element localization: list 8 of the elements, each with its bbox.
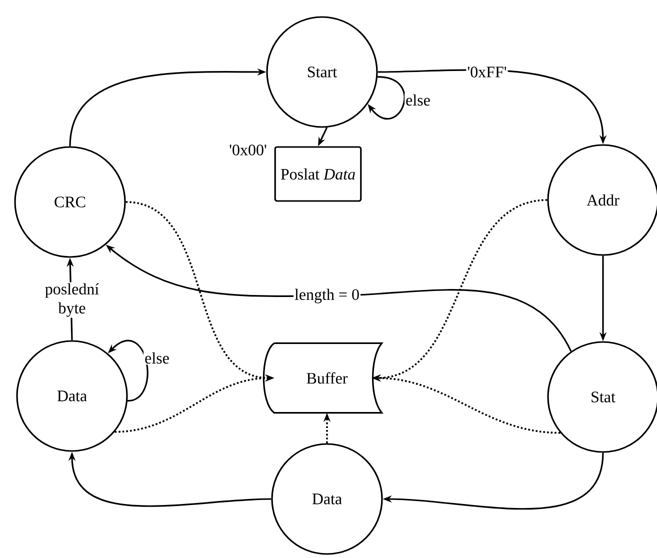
edge-label: else — [144, 351, 170, 365]
process-box: Poslat Data — [274, 146, 362, 202]
edge-label: '0x00' — [230, 144, 266, 156]
storage-shape: Buffer — [262, 342, 383, 414]
edge-label: else — [404, 93, 432, 107]
edge-label: length = 0 — [294, 288, 360, 304]
edge-label: '0xFF' — [466, 66, 508, 78]
edge-label: poslední byte — [40, 282, 104, 318]
